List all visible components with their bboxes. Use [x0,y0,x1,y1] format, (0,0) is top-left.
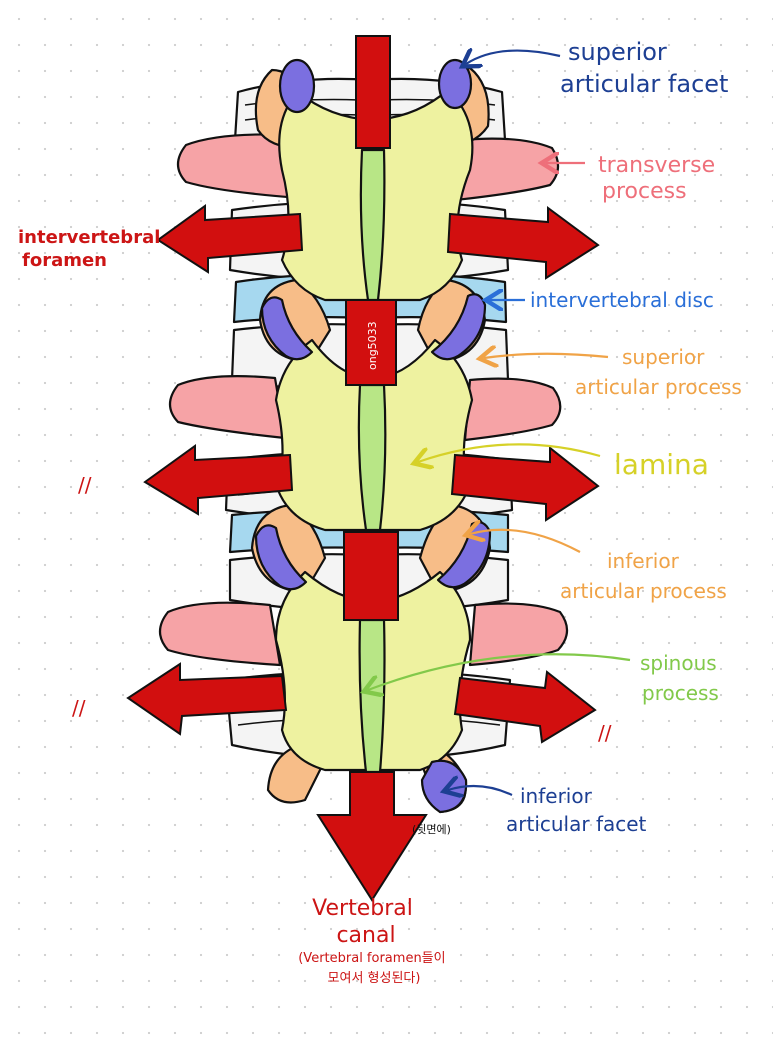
foramen-arrow-left-2 [143,444,294,516]
spinous-process-label: spinous process [640,651,723,705]
foramen-arrow-left-1 [156,204,304,274]
vertebral-canal-bottom-arrow [316,771,428,902]
inferior-articular-process-label: inferior articular process [560,549,727,603]
spinous-processes [357,148,387,774]
intervertebral-foramen-label: intervertebral foramen [18,227,167,271]
foramen-arrow-right-2 [450,445,600,522]
canal-segment-upper [345,299,397,386]
vertebral-canal-label: Vertebral canal [312,896,420,948]
inferior-articular-facet-label: inferior articular facet [506,784,647,836]
watermark-text: ong5033 [366,321,379,370]
transverse-processes [158,133,569,667]
foramen-arrow-left-3 [126,662,288,736]
canal-segment-middle [343,531,399,621]
leader-lines [368,51,631,795]
foramen-arrow-right-1 [446,206,600,280]
vertebral-canal-note: (Vertebral foramen들이 모여서 형성된다) [298,951,450,986]
ditto-mark-left-bottom: // [72,696,86,720]
superior-articular-facet-label: superior articular facet [560,38,728,98]
ditto-mark-left-middle: // [78,473,92,497]
lamina-label: lamina [614,448,709,481]
superior-articular-process-label: superior articular process [575,345,742,399]
vertebral-canal-top-arrow [355,35,391,149]
foramen-arrow-right-3 [453,670,597,744]
red-arrows [126,35,600,902]
back-side-note: (뒷면에) [412,823,451,836]
ditto-mark-right-bottom: // [598,721,612,745]
intervertebral-disc-label: intervertebral disc [530,288,714,312]
transverse-process-label: transverse process [598,153,722,204]
